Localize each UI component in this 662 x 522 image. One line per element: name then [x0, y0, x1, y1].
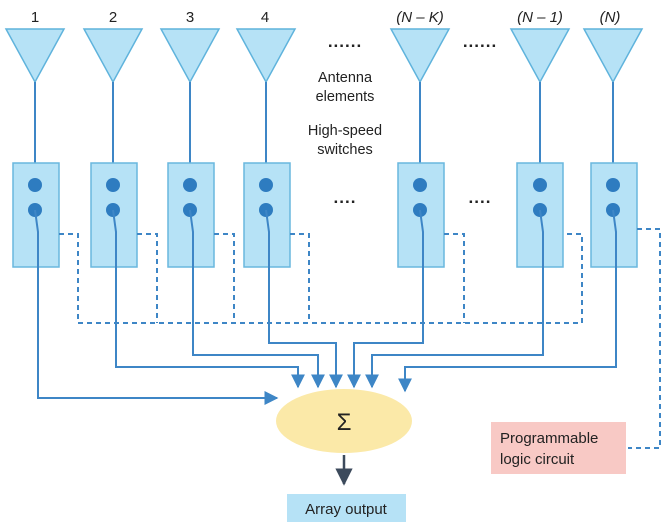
- antenna-label-1: 1: [31, 9, 39, 26]
- antenna-triangle-2: [82, 28, 144, 84]
- antenna-label-3: 3: [186, 9, 194, 26]
- summation-combiner: [276, 389, 412, 453]
- antenna-elements-label-line2: elements: [316, 89, 375, 105]
- switches-label-line1: High-speed: [308, 123, 382, 139]
- array-output-label: Array output: [305, 501, 388, 518]
- programmable-logic-box: [491, 422, 626, 474]
- antenna-triangle-n: [582, 28, 644, 84]
- antenna-label-2: 2: [109, 9, 117, 26]
- antenna-label-n: (N): [600, 9, 621, 26]
- switch-box-1: [12, 162, 60, 268]
- antenna-label-n-minus-k: (N – K): [396, 9, 444, 26]
- control-lines: [59, 228, 661, 449]
- antenna-triangle-1: [4, 28, 66, 84]
- antenna-triangle-n-minus-k: [389, 28, 451, 84]
- switch-contacts: [28, 178, 620, 217]
- high-speed-switches: [12, 162, 638, 268]
- antenna-triangle-n-minus-1: [509, 28, 571, 84]
- antenna-label-4: 4: [261, 9, 269, 26]
- sigma-symbol: Σ: [337, 409, 352, 436]
- ellipsis-top-right: ......: [463, 32, 497, 51]
- logic-label-line1: Programmable: [500, 430, 598, 447]
- antenna-elements: [4, 28, 644, 84]
- ellipsis-mid-right: ....: [469, 188, 492, 207]
- antenna-elements-label-line1: Antenna: [318, 70, 373, 86]
- signal-wires: [34, 209, 617, 405]
- array-output-box: [287, 494, 406, 522]
- antenna-label-n-minus-1: (N – 1): [517, 9, 563, 26]
- antenna-triangle-4: [235, 28, 297, 84]
- switches-label-line2: switches: [317, 142, 373, 158]
- antenna-triangle-3: [159, 28, 221, 84]
- ellipsis-top-left: ......: [328, 32, 362, 51]
- logic-label-line2: logic circuit: [500, 451, 575, 468]
- ellipsis-mid-left: ....: [334, 188, 357, 207]
